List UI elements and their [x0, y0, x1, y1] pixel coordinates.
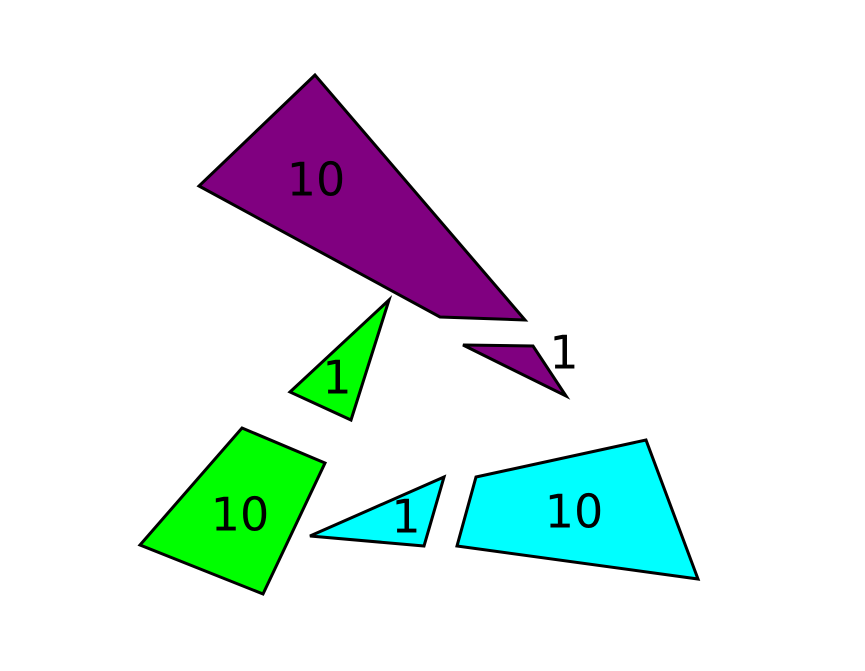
purple-small-shape	[462, 343, 571, 400]
cyan-large-piece: 10	[455, 438, 701, 581]
cyan-small-label: 1	[391, 490, 420, 544]
cyan-small-piece: 1	[309, 474, 447, 548]
green-small-label: 1	[322, 351, 351, 405]
green-large-label: 10	[211, 488, 270, 542]
purple-large-shape	[196, 72, 529, 322]
purple-large-piece: 10	[196, 72, 529, 322]
purple-small-piece: 1	[462, 326, 579, 400]
green-small-shape	[287, 295, 393, 423]
purple-large-label: 10	[287, 153, 346, 207]
green-large-piece: 10	[137, 426, 328, 596]
cyan-large-label: 10	[545, 485, 604, 539]
cyan-large-shape	[455, 438, 701, 581]
cyan-small-shape	[309, 474, 447, 548]
purple-small-label: 1	[549, 326, 578, 380]
green-small-piece: 1	[287, 295, 393, 423]
green-large-shape	[137, 426, 328, 596]
